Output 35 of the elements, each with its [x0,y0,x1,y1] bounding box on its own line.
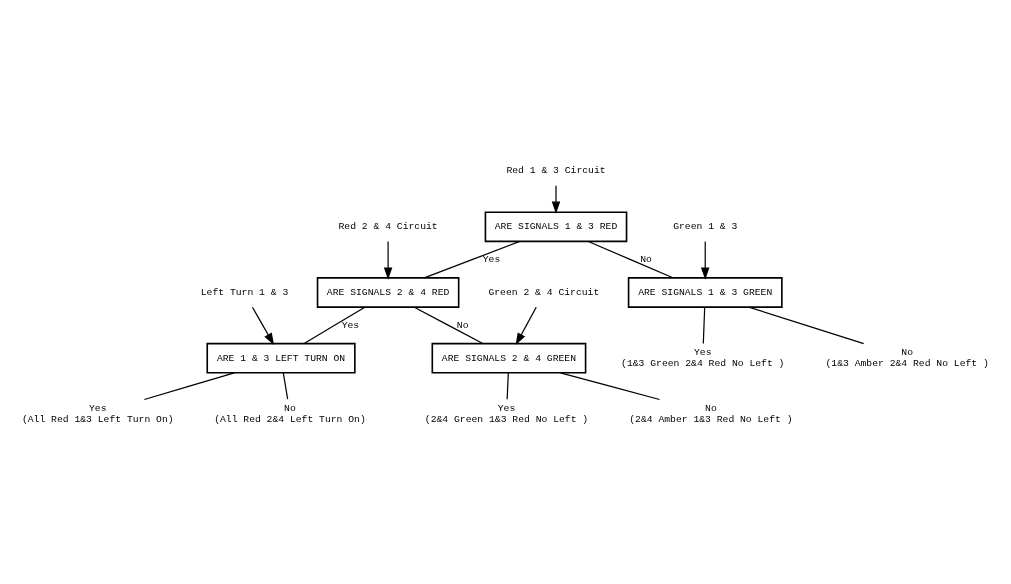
connector [559,371,661,400]
connector [506,371,509,400]
connector [587,240,674,278]
node-text: Yes (1&3 Green 2&4 Red No Left ) [621,346,785,369]
arrow [515,306,537,345]
node-text: No (All Red 2&4 Left Turn On) [214,402,366,425]
node-text: Green 2 & 4 Circuit [488,286,600,298]
node-text: Yes (All Red 1&3 Left Turn On) [21,402,174,425]
node-box: ARE 1 & 3 LEFT TURN ON [206,342,356,374]
connector [748,306,865,344]
node-box: ARE SIGNALS 1 & 3 GREEN [627,276,783,308]
node-text: Yes (2&4 Green 1&3 Red No Left ) [424,402,589,425]
edge-label: No [640,253,652,265]
node-box: ARE SIGNALS 2 & 4 GREEN [431,342,587,374]
edge-label: Yes [341,319,360,331]
connector [702,306,706,344]
node-text: No (1&3 Amber 2&4 Red No Left ) [825,346,989,369]
arrow [700,240,710,280]
node-text: Left Turn 1 & 3 [200,286,289,298]
connector [303,306,366,344]
node-box: ARE SIGNALS 1 & 3 RED [484,210,628,242]
arrow [383,240,393,280]
connector [423,240,521,278]
arrow [251,306,275,345]
node-text: Red 1 & 3 Circuit [506,164,606,176]
node-text: Green 1 & 3 [673,220,738,232]
arrow [551,184,561,214]
node-text: Red 2 & 4 Circuit [338,220,438,232]
node-box: ARE SIGNALS 2 & 4 RED [316,276,460,308]
node-text: No (2&4 Amber 1&3 Red No Left ) [629,402,793,425]
connector [143,371,235,400]
connector [413,306,484,344]
connector [282,371,289,400]
edge-label: Yes [482,253,501,265]
edge-label: No [456,319,469,331]
